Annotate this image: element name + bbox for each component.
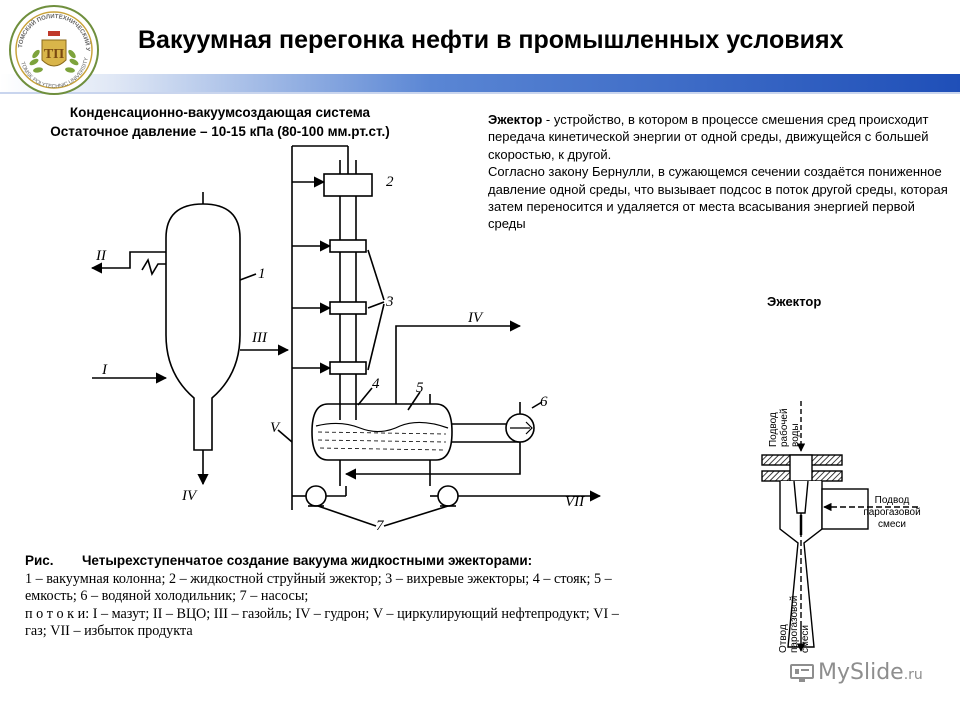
page-title: Вакуумная перегонка нефти в промышленных… [138,26,844,54]
watermark-suffix: .ru [903,667,923,683]
label-stream-VII: VII [565,494,585,510]
vacuum-column [165,203,241,451]
svg-text:ТП: ТП [44,47,64,62]
vortex-ejector-2 [329,301,367,315]
watermark: MySlide.ru [790,660,923,685]
separator-vessel [311,403,453,461]
label-stream-II: II [95,248,107,264]
ejector-top-label-2: рабочей [778,408,790,447]
label-stream-I: I [101,362,108,378]
header-gradient-bar [0,74,960,92]
caption-ris: Рис. [25,553,54,568]
caption-head: Четырехступенчатое создание вакуума жидк… [81,553,533,568]
ejector-bottom-label-3: смеси [800,625,811,653]
label-stream-III: III [251,330,268,346]
vortex-ejector-3 [329,361,367,375]
ejector-side-label-1: Подвод [875,495,910,506]
pump-2 [437,485,459,507]
ejector-drawing-title: Эжектор [767,294,822,309]
myslide-logo-icon [790,664,814,682]
label-number-7: 7 [376,518,385,530]
caption-line1: 1 – вакуумная колонна; 2 – жидкостной ст… [25,570,612,587]
caption-line3: п о т о к и: I – мазут; II – ВЦО; III – … [25,605,619,622]
stream-II-line [90,251,166,274]
vortex-ejector-1 [329,239,367,253]
ejector-top-label-3: воды [790,423,801,447]
ejector-side-label-3: смеси [878,519,906,530]
system-heading-line2: Остаточное давление – 10-15 кПа (80-100 … [50,124,390,139]
university-seal-icon: ТОМСКИЙ ПОЛИТЕХНИЧЕСКИЙ УНИВЕРСИТЕТ TOMS… [8,4,99,95]
ejector-bottom-label-1: Отвод [778,624,789,653]
system-heading-line1: Конденсационно-вакуумсоздающая система [69,105,371,120]
label-stream-IV-top: IV [467,310,484,326]
ejector-bottom-label-2: парогазовой [789,596,800,653]
label-number-2: 2 [386,174,394,190]
label-number-4: 4 [372,376,380,392]
figure-caption: Рис. Четырехступенчатое создание вакуума… [25,552,685,641]
header-divider [0,92,960,94]
label-number-5: 5 [416,380,424,396]
ejector-description: Эжектор - устройство, в котором в процес… [488,111,948,233]
ejector-drawing: Подвод рабочей воды Подвод парогазовой с… [761,401,921,653]
ejector-top-label-1: Подвод [768,412,779,447]
caption-line2: емкость; 6 – водяной холодильник; 7 – на… [25,588,309,605]
system-heading: Конденсационно-вакуумсоздающая система О… [0,103,440,141]
bernoulli-text: Согласно закону Бернулли, в сужающемся с… [488,164,948,232]
liquid-jet-ejector [323,173,373,197]
watermark-text: MySlide [818,660,904,685]
label-stream-V: V [270,420,281,436]
ejector-term: Эжектор [488,112,543,127]
label-number-1: 1 [258,266,266,282]
label-number-3: 3 [385,294,394,310]
ejector-side-label-2: парогазовой [863,507,920,518]
vacuum-scheme-diagram: II I III IV IV V VII 1 2 3 4 5 6 7 [90,145,602,530]
label-number-6: 6 [540,394,548,410]
caption-line4: газ; VII – избыток продукта [25,623,193,640]
pump-1 [305,485,327,507]
label-stream-IV-bottom: IV [181,488,198,504]
ejector-definition: - устройство, в котором в процессе смеше… [488,112,929,162]
